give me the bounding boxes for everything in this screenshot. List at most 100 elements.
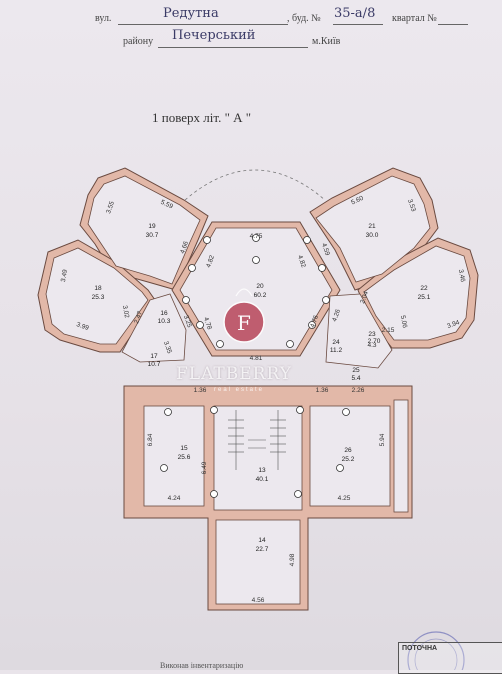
room-23-25 [325,293,393,369]
rotunda-arc [184,169,326,201]
building-underline [333,24,383,25]
stamp-box: ПОТОЧНА [398,642,502,674]
quarter-label: квартал № [392,13,437,24]
room-num: 19 [148,223,156,230]
watermark-monogram: F [237,311,251,335]
dimension-label: 4.56 [252,597,265,604]
building-label: , буд. № [287,13,321,24]
stamp-label: ПОТОЧНА [402,645,438,652]
room-area: 22.7 [256,546,269,553]
room-area: 40.1 [256,476,269,483]
room-area: 25.1 [418,294,431,301]
room-18 [45,247,149,345]
watermark-logo: F [223,288,265,343]
dimension-label: 5.60 [350,195,365,207]
room-num: 21 [368,223,376,230]
dimension-label: 4.98 [289,553,296,566]
room-area: 2.70 [368,338,381,345]
dimension-label: 6.84 [147,433,154,446]
room-area: 5.4 [351,375,360,382]
room-area: 11.2 [330,347,343,354]
dimension-label: 4.81 [250,355,263,362]
district-value: Печерський [172,28,256,43]
room-num: 18 [94,285,102,292]
street-value: Редутна [163,6,219,21]
dimension-label: 4.24 [168,495,181,502]
room-num: 23 [368,331,376,338]
dimension-label: 2.15 [382,327,395,334]
street-underline [118,24,288,25]
dimension-label: 1.36 [316,387,329,394]
staircase [228,410,286,470]
dimension-label: 4.76 [309,314,320,329]
official-stamp [407,631,465,670]
dimension-label: 5.06 [399,315,408,329]
room-num: 13 [258,467,266,474]
room-19 [87,175,201,285]
watermark-brand: FLATBERRY [176,364,292,384]
room-area: 60.2 [254,292,267,299]
columns [160,234,350,498]
footer-text: Виконав інвентаризацію [160,661,244,670]
dimension-label: 2.47 [133,310,144,325]
room-area: 10.7 [148,361,161,368]
dimension-label: 4.75 [250,233,263,240]
dimension-label: 3.02 [121,305,130,319]
dimension-label: 2.04 [359,290,370,305]
room-side [393,399,409,513]
room-num: 17 [150,353,158,360]
city-label: м.Київ [312,36,341,47]
dimension-label: 4.3 [367,342,376,349]
room-num: 15 [180,445,188,452]
room-area: 10.3 [158,318,171,325]
quarter-underline [438,24,468,25]
room-num: 14 [258,537,266,544]
street-label: вул. [95,13,112,24]
dimension-label: 4.59 [320,242,331,257]
room-21 [315,175,431,283]
room-26 [309,405,391,507]
room-area: 30.7 [146,232,159,239]
dimension-label: 3.55 [105,200,116,215]
dimension-label: 3.25 [182,314,193,329]
district-label: району [123,36,154,47]
dimension-label: 2.26 [352,387,365,394]
dimension-label: 4.82 [296,254,307,269]
room-num: 22 [420,285,428,292]
dimension-label: 3.94 [446,319,461,330]
district-underline [158,47,308,48]
dimension-label: 4.25 [338,495,351,502]
room-num: 20 [256,283,264,290]
room-16-17 [121,293,187,363]
room-num: 25 [352,367,360,374]
room-num: 24 [332,339,340,346]
dimension-label: 3.99 [75,321,90,332]
room-15 [143,405,205,507]
room-area: 25.3 [92,294,105,301]
dimension-label: 4.78 [202,316,213,331]
dimension-label: 3.46 [457,269,466,283]
room-num: 16 [160,310,168,317]
watermark-tagline: real estate [214,387,265,393]
dimension-label: 4.82 [205,254,216,269]
room-14 [215,519,301,605]
room-20 [179,227,333,351]
dimension-label: 5.94 [379,433,386,446]
room-area: 25.2 [342,456,355,463]
floor-title: 1 поверх літ. " А " [152,110,252,125]
dimension-label: 6.49 [201,461,208,474]
dimension-label: 5.59 [159,199,174,211]
room-13 [213,405,303,511]
dimension-label: 3.53 [406,198,417,213]
room-num: 26 [344,447,352,454]
room-area: 25.6 [178,454,191,461]
dimension-label: 4.26 [331,308,342,323]
room-area: 30.0 [366,232,379,239]
building-value: 35-а/8 [334,6,376,21]
dimension-label: 4.66 [179,240,190,255]
dimension-label: 3.49 [60,269,69,283]
room-22 [363,245,471,341]
dimension-label: 1.36 [194,387,207,394]
